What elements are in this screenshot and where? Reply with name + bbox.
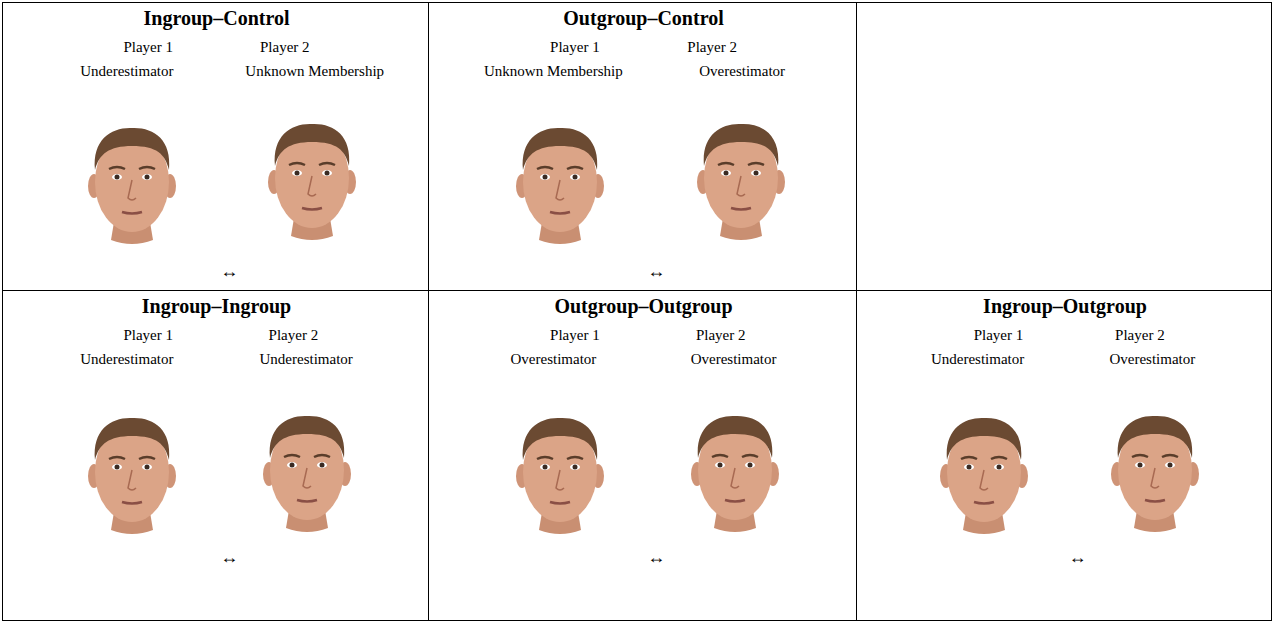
membership-label: Overestimator <box>511 351 597 368</box>
face-photo <box>516 418 604 534</box>
player-label: Player 2 <box>696 327 746 344</box>
face-photo <box>263 416 351 532</box>
condition-title: Ingroup–Ingroup <box>142 295 291 318</box>
player-label: Player 2 <box>687 39 737 56</box>
membership-label: Overestimator <box>699 63 785 80</box>
condition-cell: Outgroup–OutgroupPlayer 1 Player 2 Overest… <box>428 290 857 621</box>
player-label: Player 1 <box>123 39 173 56</box>
face-photo <box>697 124 785 240</box>
interaction-arrow: ↔ <box>647 261 665 282</box>
condition-cell: Outgroup–ControlPlayer 1 Player 2 Unknown … <box>428 2 857 291</box>
membership-label: Underestimator <box>80 63 173 80</box>
face-photo <box>1111 416 1199 532</box>
membership-label: Unknown Membership <box>484 63 623 80</box>
player-label: Player 1 <box>550 327 600 344</box>
face-photo <box>691 416 779 532</box>
face-photo <box>88 418 176 534</box>
interaction-arrow: ↔ <box>220 547 238 568</box>
face-photo <box>88 128 176 244</box>
membership-label: Underestimator <box>80 351 173 368</box>
player-label: Player 1 <box>974 327 1024 344</box>
condition-cell: Ingroup–ControlPlayer 1 Player 2 Underesti… <box>2 2 429 291</box>
face-photo <box>268 124 356 240</box>
membership-label: Unknown Membership <box>245 63 384 80</box>
condition-cell: Ingroup–IngroupPlayer 1 Player 2 Underesti… <box>2 290 429 621</box>
membership-label: Overestimator <box>1109 351 1195 368</box>
player-label: Player 1 <box>550 39 600 56</box>
interaction-arrow: ↔ <box>647 547 665 568</box>
face-photo <box>516 128 604 244</box>
empty-cell <box>857 3 1272 291</box>
condition-title: Outgroup–Control <box>563 7 723 30</box>
player-label: Player 1 <box>123 327 173 344</box>
player-label: Player 2 <box>269 327 319 344</box>
condition-title: Ingroup–Control <box>144 7 290 30</box>
condition-title: Ingroup–Outgroup <box>983 295 1147 318</box>
membership-label: Underestimator <box>260 351 353 368</box>
condition-title: Outgroup–Outgroup <box>554 295 732 318</box>
membership-label: Overestimator <box>691 351 777 368</box>
interaction-arrow: ↔ <box>220 261 238 282</box>
player-label: Player 2 <box>260 39 310 56</box>
player-label: Player 2 <box>1115 327 1165 344</box>
interaction-arrow: ↔ <box>1068 547 1086 568</box>
membership-label: Underestimator <box>931 351 1024 368</box>
face-photo <box>940 418 1028 534</box>
condition-cell: Ingroup–OutgroupPlayer 1 Player 2 Underest… <box>856 290 1272 621</box>
